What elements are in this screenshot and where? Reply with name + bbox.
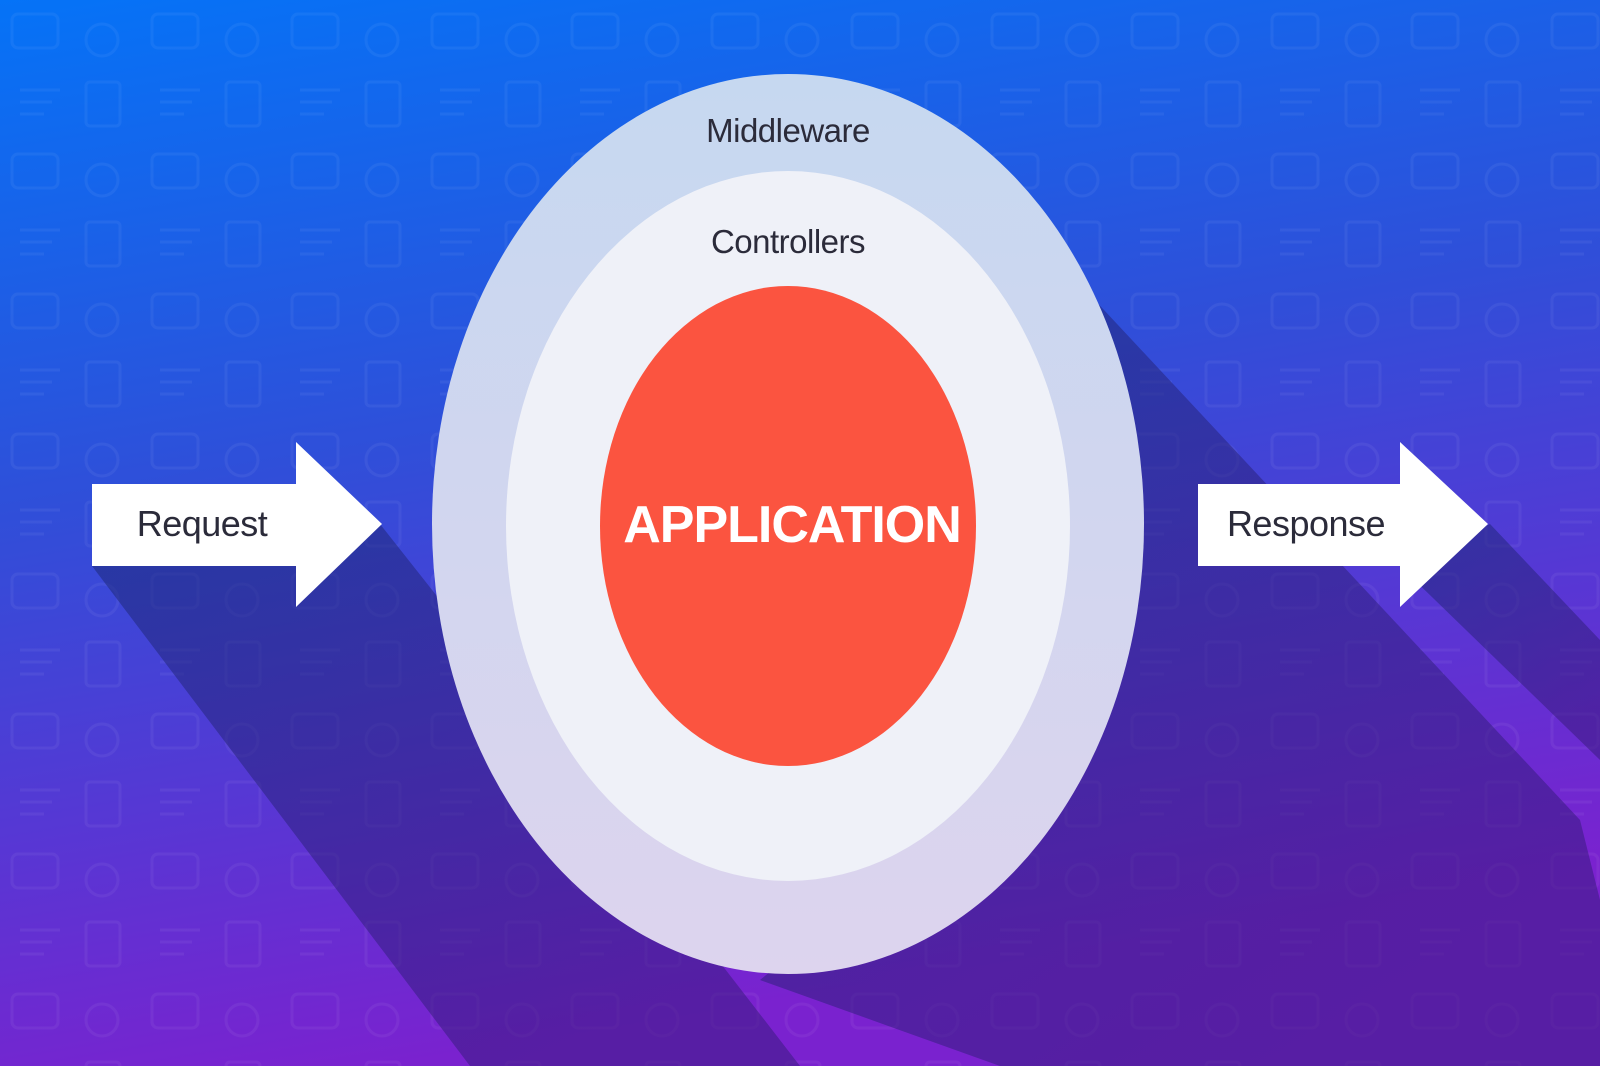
request-arrow <box>92 442 382 607</box>
response-label: Response <box>1227 503 1385 544</box>
request-arrow-shadow <box>92 524 800 1066</box>
application-core <box>600 286 976 766</box>
response-arrow-shadow <box>1400 524 1600 760</box>
response-arrow <box>1198 442 1488 607</box>
application-label: APPLICATION <box>623 496 961 554</box>
request-label: Request <box>137 503 268 544</box>
middleware-label: Middleware <box>706 112 870 149</box>
controllers-label: Controllers <box>711 223 865 260</box>
